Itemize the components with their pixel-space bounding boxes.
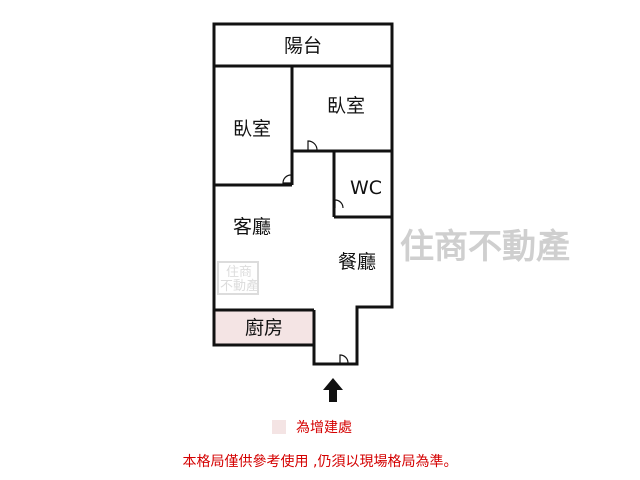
- walls: [212, 22, 394, 366]
- watermark-brand: 住商不動產: [400, 227, 570, 267]
- legend: 為增建處: [272, 417, 352, 437]
- door-bedroom-left: [282, 174, 292, 184]
- room-kitchen: 廚房: [245, 316, 283, 339]
- watermark-logo-bottom: 不動產: [220, 278, 259, 294]
- doors: [282, 140, 349, 364]
- legend-label: 為增建處: [296, 420, 352, 436]
- disclaimer: 本格局僅供參考使用 ,仍須以現場格局為準。: [182, 454, 458, 470]
- door-wc: [334, 199, 344, 209]
- room-wc: WC: [350, 177, 382, 199]
- room-balcony: 陽台: [284, 35, 322, 57]
- legend-swatch: [272, 420, 286, 434]
- room-bedroom-right: 臥室: [327, 95, 365, 117]
- arrow-up-icon: [323, 378, 343, 402]
- room-bedroom-left: 臥室: [233, 118, 271, 140]
- watermark-logo-top: 住商: [226, 265, 252, 280]
- door-bedroom-right: [307, 140, 318, 151]
- watermark: 住商不動產 住商 不動產: [217, 227, 570, 295]
- door-entrance: [339, 354, 349, 364]
- room-dining: 餐廳: [338, 251, 376, 273]
- room-living: 客廳: [233, 216, 271, 238]
- kitchen-addition-area: [214, 310, 314, 345]
